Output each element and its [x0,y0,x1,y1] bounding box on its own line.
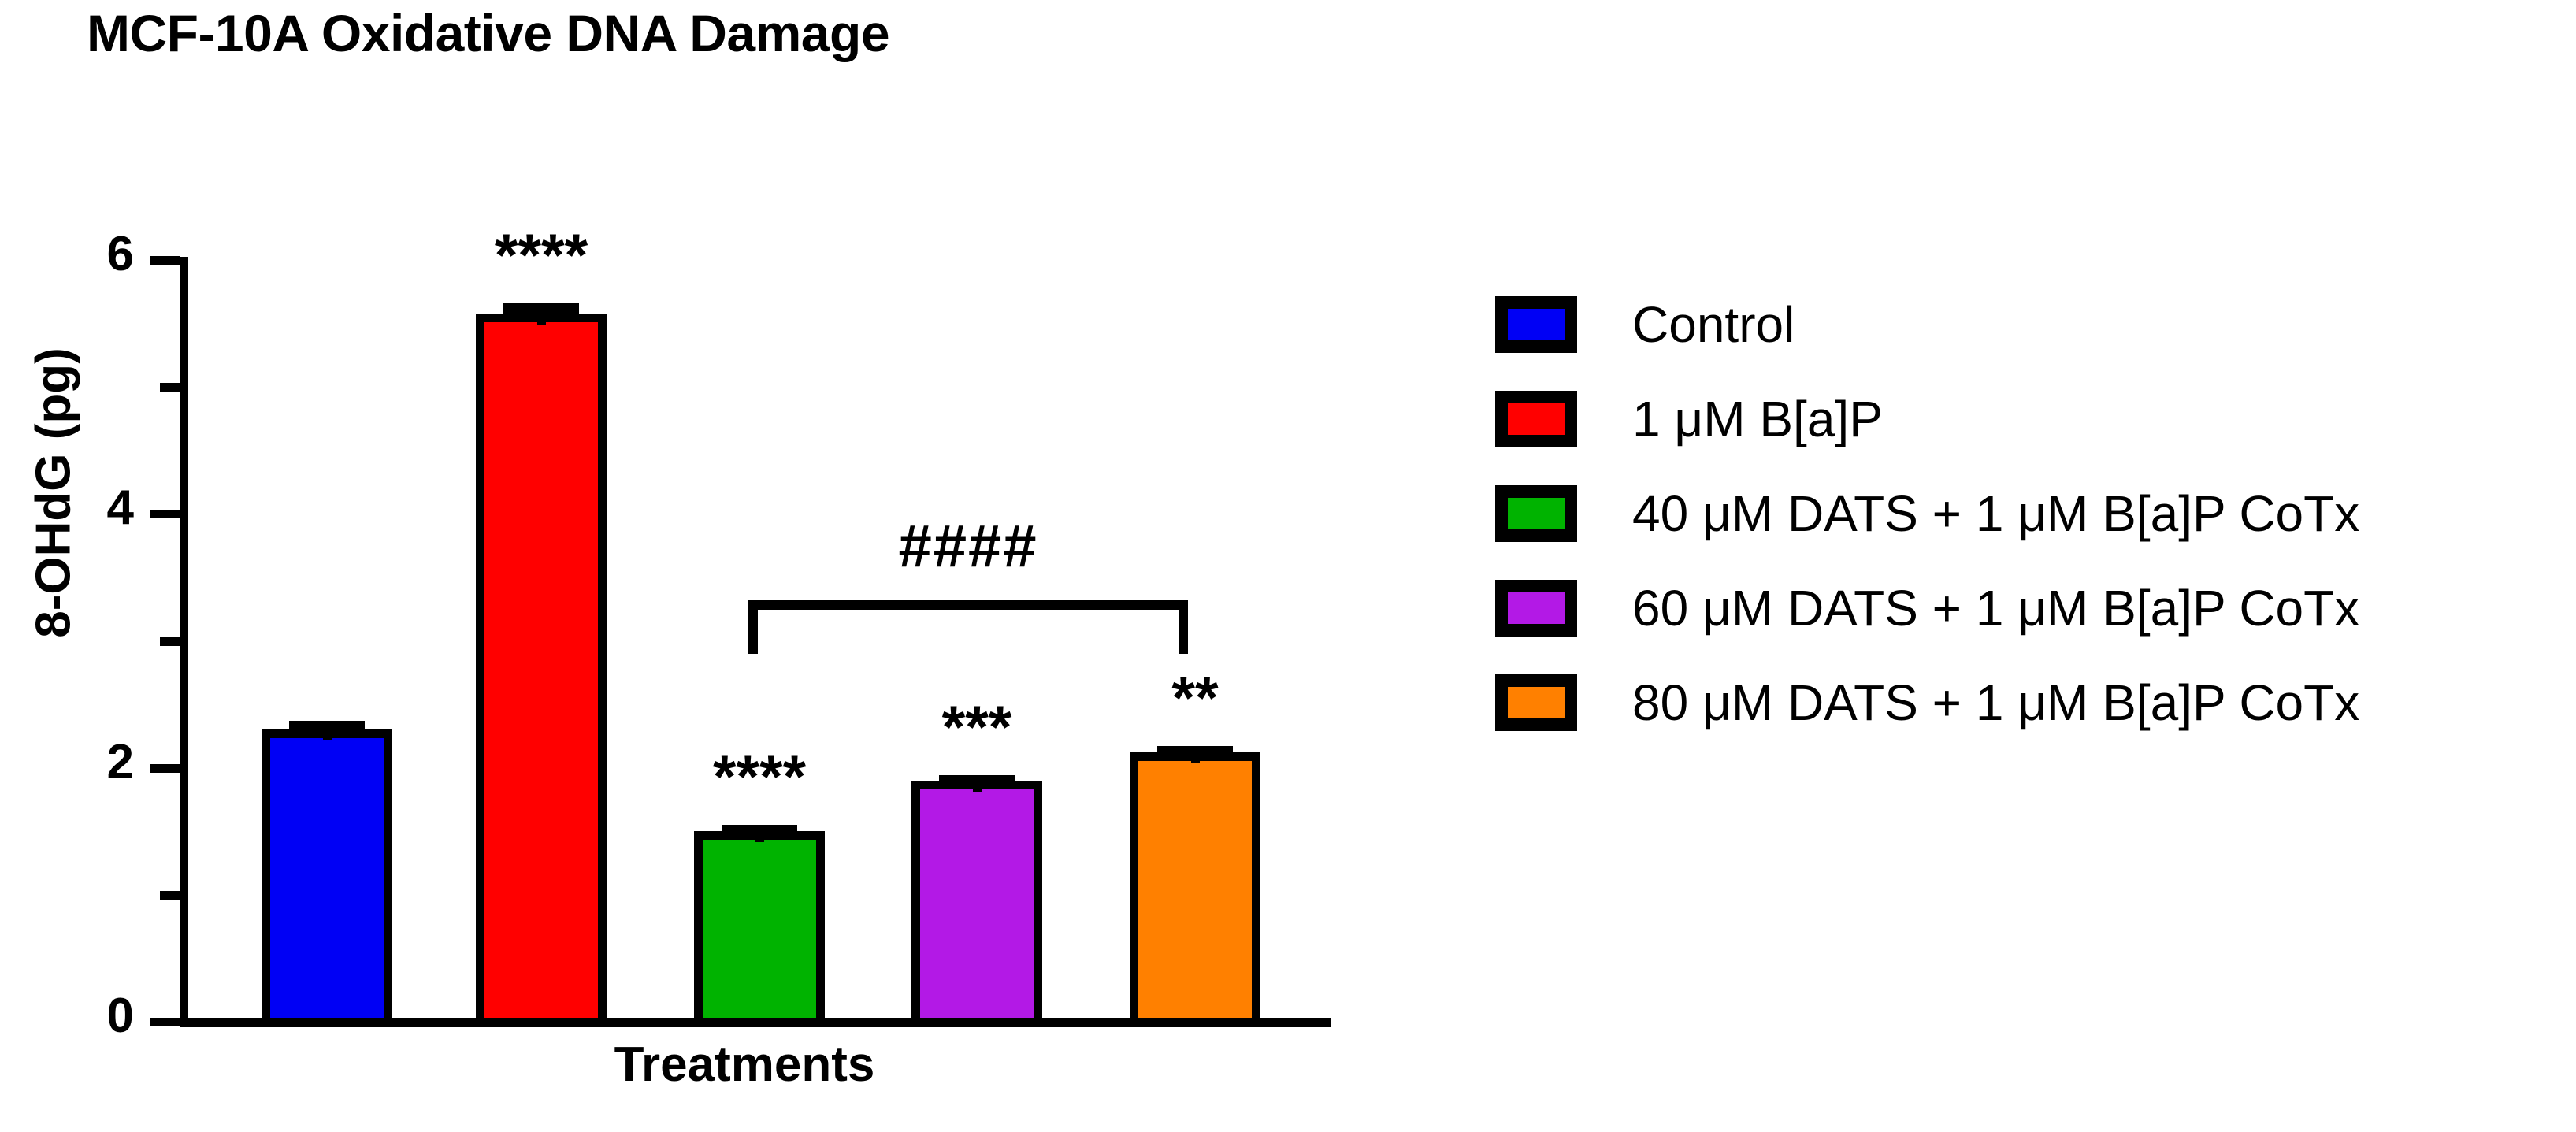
y-tick-label: 6 [106,227,134,281]
y-tick-label: 0 [106,989,134,1043]
legend-swatch-icon [1495,580,1577,637]
legend-item-label: 60 μM DATS + 1 μM B[a]P CoTx [1632,580,2360,637]
error-bar-cap-2 [503,302,579,314]
legend-swatch-icon [1495,674,1577,731]
comparison-bracket [748,600,1188,654]
bar-5[interactable] [1130,752,1260,1026]
y-tick-major [150,256,180,265]
bar-1[interactable] [262,729,392,1026]
legend-item-label: 1 μM B[a]P [1632,391,1883,447]
legend-item-label: 80 μM DATS + 1 μM B[a]P CoTx [1632,674,2360,731]
legend-item-4[interactable]: 60 μM DATS + 1 μM B[a]P CoTx [1495,561,2359,655]
significance-label-2: **** [494,221,588,289]
y-tick-major [150,510,180,519]
y-tick-minor [160,637,180,646]
page-title: MCF-10A Oxidative DNA Damage [87,4,890,62]
y-tick-minor [160,890,180,900]
error-bar-cap-5 [1157,746,1233,757]
error-bar-stem-2 [537,302,546,325]
error-bar-cap-4 [939,775,1015,786]
error-bar-cap-1 [289,721,365,732]
y-tick-minor [160,383,180,392]
bracket-right-arm [1179,600,1188,654]
legend-item-3[interactable]: 40 μM DATS + 1 μM B[a]P CoTx [1495,466,2359,561]
legend-swatch-icon [1495,391,1577,447]
bracket-left-arm [748,600,758,654]
legend-item-label: Control [1632,296,1795,353]
error-bar-cap-3 [722,825,797,836]
x-axis-title: Treatments [614,1037,875,1092]
legend-item-1[interactable]: Control [1495,277,2359,372]
bracket-top-line [748,600,1188,610]
y-tick-major [150,763,180,773]
bar-2[interactable] [476,313,607,1026]
legend-item-2[interactable]: 1 μM B[a]P [1495,372,2359,466]
y-tick-major [150,1018,180,1026]
y-axis-line [180,257,188,1025]
significance-label-5: ** [1171,665,1219,733]
significance-label-4: *** [941,694,1012,762]
bar-4[interactable] [911,780,1042,1026]
legend-swatch-icon [1495,296,1577,353]
legend-item-label: 40 μM DATS + 1 μM B[a]P CoTx [1632,485,2360,542]
legend-swatch-icon [1495,485,1577,542]
significance-label-3: **** [712,744,807,811]
y-tick-label: 2 [106,734,134,789]
y-tick-label: 4 [106,481,134,536]
bracket-significance-label: #### [898,513,1038,580]
legend-item-5[interactable]: 80 μM DATS + 1 μM B[a]P CoTx [1495,655,2359,750]
legend: Control 1 μM B[a]P 40 μM DATS + 1 μM B[a]P… [1495,277,2359,750]
y-axis-title: 8-OHdG (pg) [26,347,81,638]
bar-3[interactable] [694,831,825,1026]
